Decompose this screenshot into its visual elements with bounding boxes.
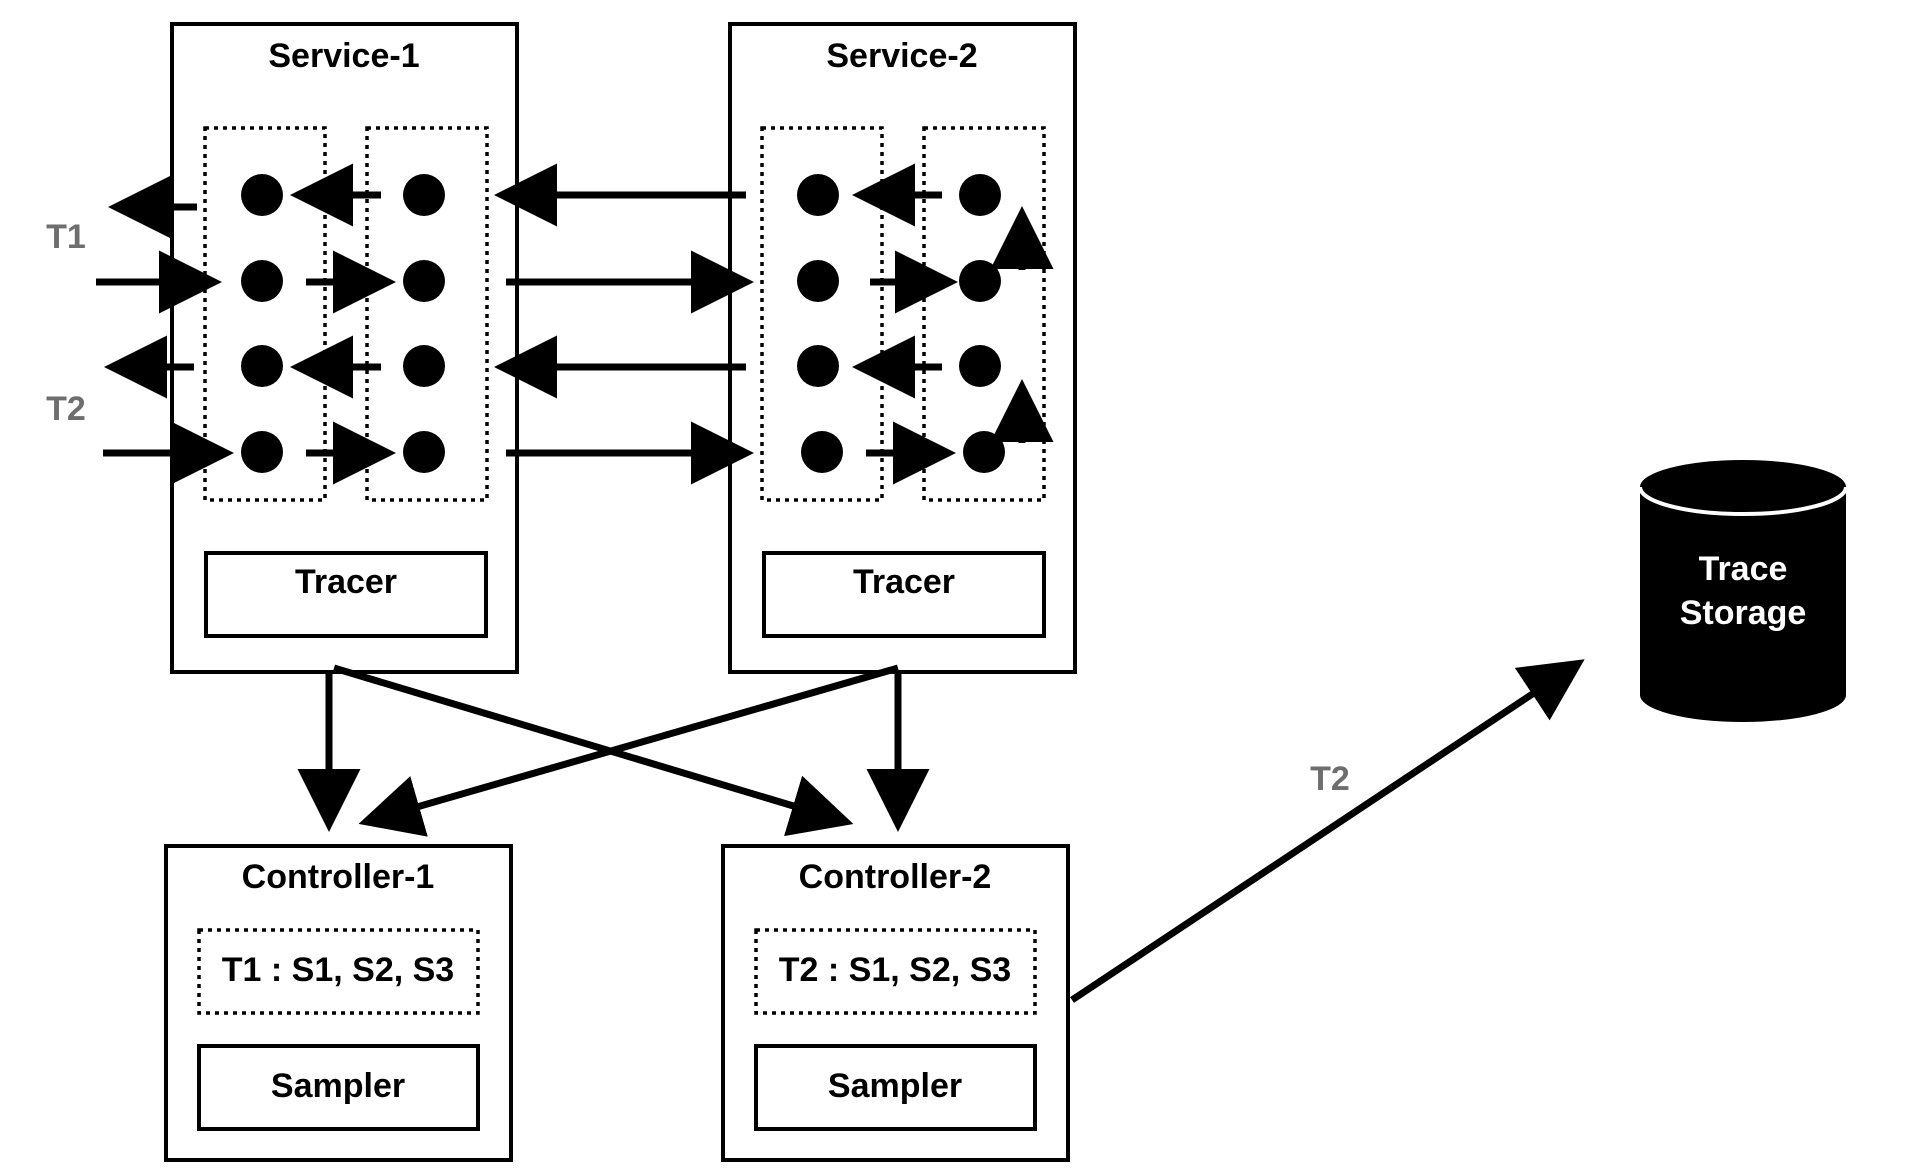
span-node [403,345,445,387]
trace-label-t1: T1 [46,218,86,256]
controller-1-sampler-label: Sampler [271,1067,405,1105]
controller-2-rule: T2 : S1, S2, S3 [779,951,1011,989]
service-1-span-group-right [365,126,489,502]
span-node [797,260,839,302]
service-1-tracer-label: Tracer [295,563,397,601]
trace-storage-label-line1: Trace [1699,550,1788,588]
trace-label-t2: T2 [46,390,86,428]
span-node [403,431,445,473]
controller-1-sampler-box [197,1044,480,1131]
controller-2-sampler-box [754,1044,1037,1131]
service-2-span-group-left [760,126,884,502]
span-node [241,431,283,473]
arrow-service2-to-controller1 [358,664,899,837]
span-node [403,174,445,216]
controller-2-title: Controller-2 [799,858,992,896]
controller-1-rule: T1 : S1, S2, S3 [222,951,454,989]
export-trace-label: T2 [1310,760,1350,798]
arrow-service1-to-controller2 [332,664,854,837]
span-node [963,431,1005,473]
span-node [801,431,843,473]
trace-storage-label-line2: Storage [1680,594,1807,632]
service-2-box: Service-2 Tracer [728,22,1077,674]
span-node [241,174,283,216]
service-1-span-group-left [203,126,327,502]
service-2-tracer-box [762,551,1046,638]
request-arrows [96,163,1585,1003]
span-node [797,174,839,216]
span-node [959,260,1001,302]
service-2-tracer-label: Tracer [853,563,955,601]
span-node [797,345,839,387]
controller-2-box: Controller-2 T2 : S1, S2, S3 Sampler [721,844,1070,1162]
span-node [241,345,283,387]
service-1-box: Service-1 Tracer [170,22,519,674]
span-node [959,345,1001,387]
controller-1-box: Controller-1 T1 : S1, S2, S3 Sampler [164,844,513,1162]
service-1-title: Service-1 [268,37,419,75]
span-node [959,174,1001,216]
controller-2-sampler-label: Sampler [828,1067,962,1105]
span-node [241,260,283,302]
trace-storage-cylinder-icon: Trace Storage [1638,460,1848,722]
controller-1-title: Controller-1 [242,858,435,896]
service-2-title: Service-2 [826,37,977,75]
arrow-controller2-to-storage [1070,659,1585,1003]
service-1-tracer-box [204,551,488,638]
span-node [403,260,445,302]
service-2-span-group-right [922,126,1046,502]
